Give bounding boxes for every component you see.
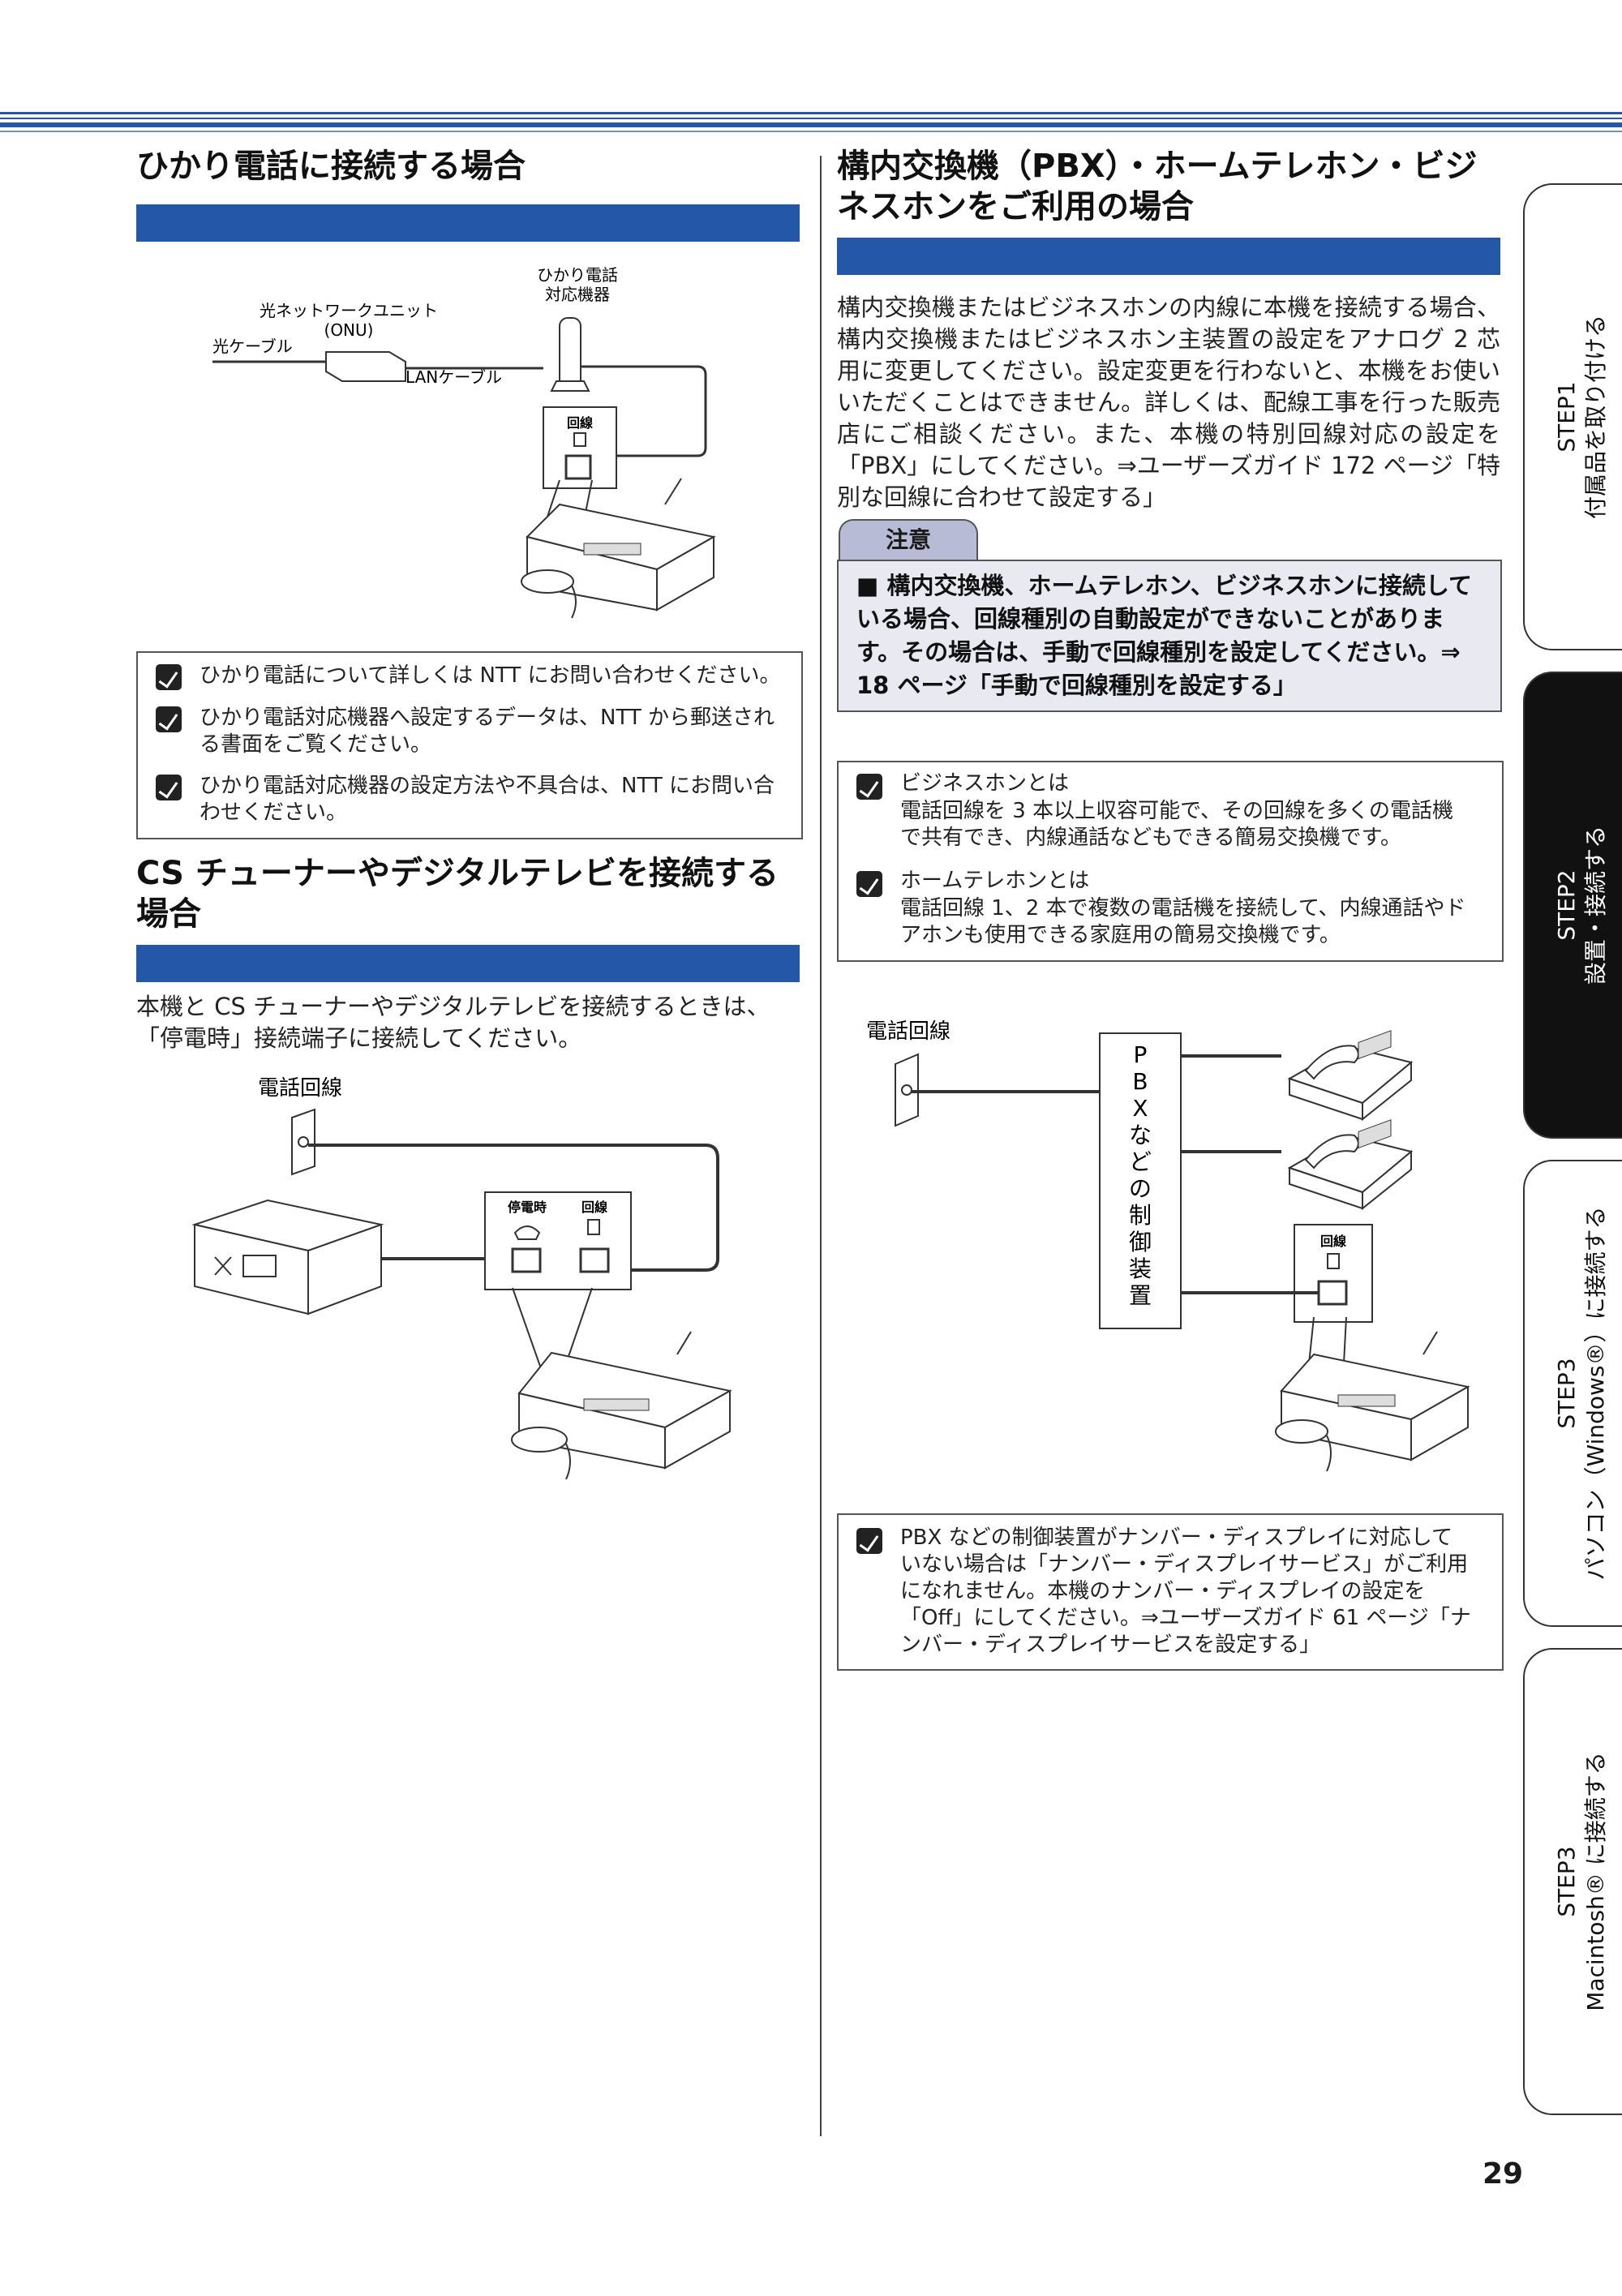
hikari-connection-diagram: ひかり電話対応機器 光ネットワークユニット(ONU) 光ケーブル LANケーブル… xyxy=(212,265,716,619)
section-body-cs-tuner: 本機と CS チューナーやデジタルテレビを接続するときは、「停電時」接続端子に接… xyxy=(136,993,770,1052)
tab-title: Macintosh® に接続する xyxy=(1582,1752,1609,2011)
tab-step-label: STEP2 xyxy=(1553,869,1580,941)
header-rule xyxy=(0,122,1622,127)
header-rule xyxy=(0,131,1622,132)
label-lan-cable: LANケーブル xyxy=(406,367,502,387)
label-port: 回線 xyxy=(581,1199,607,1215)
hikari-device xyxy=(559,317,581,392)
tab-title: 付属品を取り付ける xyxy=(1582,314,1609,520)
section-title-cs-tuner: CS チューナーやデジタルテレビを接続する場合 xyxy=(136,855,779,933)
note-head: ビジネスホンとは xyxy=(900,771,1070,796)
note-head: ホームテレホンとは xyxy=(900,869,1090,893)
label-onu: 光ネットワークユニット(ONU) xyxy=(260,301,438,340)
port-jack-teiden xyxy=(511,1247,542,1273)
label-teiden: 停電時 xyxy=(508,1199,547,1215)
note-item: ひかり電話対応機器へ設定するデータは、NTT から郵送される書面をご覧ください。 xyxy=(200,706,775,757)
tab-step-label: STEP3 xyxy=(1553,1358,1580,1429)
note-item: 電話回線 1、2 本で複数の電話機を接続して、内線通話やドアホンも使用できる家庭… xyxy=(900,896,1466,947)
note-item: PBX などの制御装置がナンバー・ディスプレイに対応していない場合は「ナンバー・… xyxy=(900,1526,1471,1657)
section-band xyxy=(136,945,800,982)
wall-jack xyxy=(895,1053,919,1127)
header-rule xyxy=(0,118,1622,119)
note-box-hikari: ひかり電話について詳しくは NTT にお問い合わせください。 ひかり電話対応機器… xyxy=(136,651,803,839)
section-title-hikari: ひかり電話に接続する場合 xyxy=(136,148,526,185)
fax-printer xyxy=(511,1331,732,1480)
caution-tab: 注意 xyxy=(839,519,978,561)
note-box-number-display: PBX などの制御装置がナンバー・ディスプレイに対応していない場合は「ナンバー・… xyxy=(837,1513,1504,1671)
page-number: 29 xyxy=(1483,2157,1524,2191)
label-fiber-cable: 光ケーブル xyxy=(212,337,293,356)
header-rule xyxy=(0,112,1622,114)
fax-printer xyxy=(521,478,716,619)
label-phone-line: 電話回線 xyxy=(866,1019,950,1044)
tab-step-label: STEP1 xyxy=(1553,381,1580,453)
note-item: ひかり電話について詳しくは NTT にお問い合わせください。 xyxy=(200,663,781,688)
caution-box: ■ 構内交換機、ホームテレホン、ビジネスホンに接続している場合、回線種別の自動設… xyxy=(837,560,1502,712)
label-port: 回線 xyxy=(1320,1234,1346,1249)
tab-title: パソコン（Windows®）に接続する xyxy=(1582,1206,1609,1581)
fax-printer xyxy=(1275,1331,1470,1472)
section-band xyxy=(837,238,1500,275)
port-panel xyxy=(484,1191,632,1290)
note-check-icon xyxy=(856,774,882,800)
note-box-pbx: ビジネスホンとは 電話回線を 3 本以上収容可能で、その回線を多くの電話機で共有… xyxy=(837,761,1504,962)
caution-text: ■ 構内交換機、ホームテレホン、ビジネスホンに接続している場合、回線種別の自動設… xyxy=(856,572,1473,699)
wall-port-panel xyxy=(543,406,617,489)
section-band xyxy=(136,204,800,242)
section-title-pbx: 構内交換機（PBX）・ホームテレホン・ビジネスホンをご利用の場合 xyxy=(837,148,1478,225)
tab-step-label: STEP3 xyxy=(1553,1846,1580,1917)
tab-title: 設置・接続する xyxy=(1582,825,1609,985)
cs-tuner-diagram: 電話回線 停電時 回線 xyxy=(191,1076,732,1480)
port-panel xyxy=(1294,1224,1373,1323)
port-jack-line xyxy=(579,1247,610,1273)
wall-jack xyxy=(291,1108,315,1176)
port-jack xyxy=(564,454,592,480)
phone-icon xyxy=(513,1225,541,1240)
port-jack xyxy=(1317,1280,1348,1306)
note-check-icon xyxy=(856,1528,882,1554)
note-item: 電話回線を 3 本以上収容可能で、その回線を多くの電話機で共有でき、内線通話など… xyxy=(900,799,1454,850)
label-hikari-device: ひかり電話対応機器 xyxy=(537,265,618,304)
cs-tuner-device xyxy=(191,1199,384,1315)
pbx-device xyxy=(1099,1032,1182,1329)
section-body-pbx: 構内交換機またはビジネスホンの内線に本機を接続する場合、構内交換機またはビジネス… xyxy=(837,294,1500,511)
telephone xyxy=(1287,1030,1414,1122)
telephone xyxy=(1287,1119,1414,1211)
note-check-icon xyxy=(156,706,182,732)
note-check-icon xyxy=(156,664,182,690)
label-phone-line: 電話回線 xyxy=(258,1076,342,1101)
note-check-icon xyxy=(156,775,182,800)
column-divider xyxy=(820,156,822,2136)
note-item: ひかり電話対応機器の設定方法や不具合は、NTT にお問い合わせください。 xyxy=(200,774,775,825)
label-port: 回線 xyxy=(567,415,593,431)
note-check-icon xyxy=(856,871,882,897)
onu-device xyxy=(325,351,406,382)
